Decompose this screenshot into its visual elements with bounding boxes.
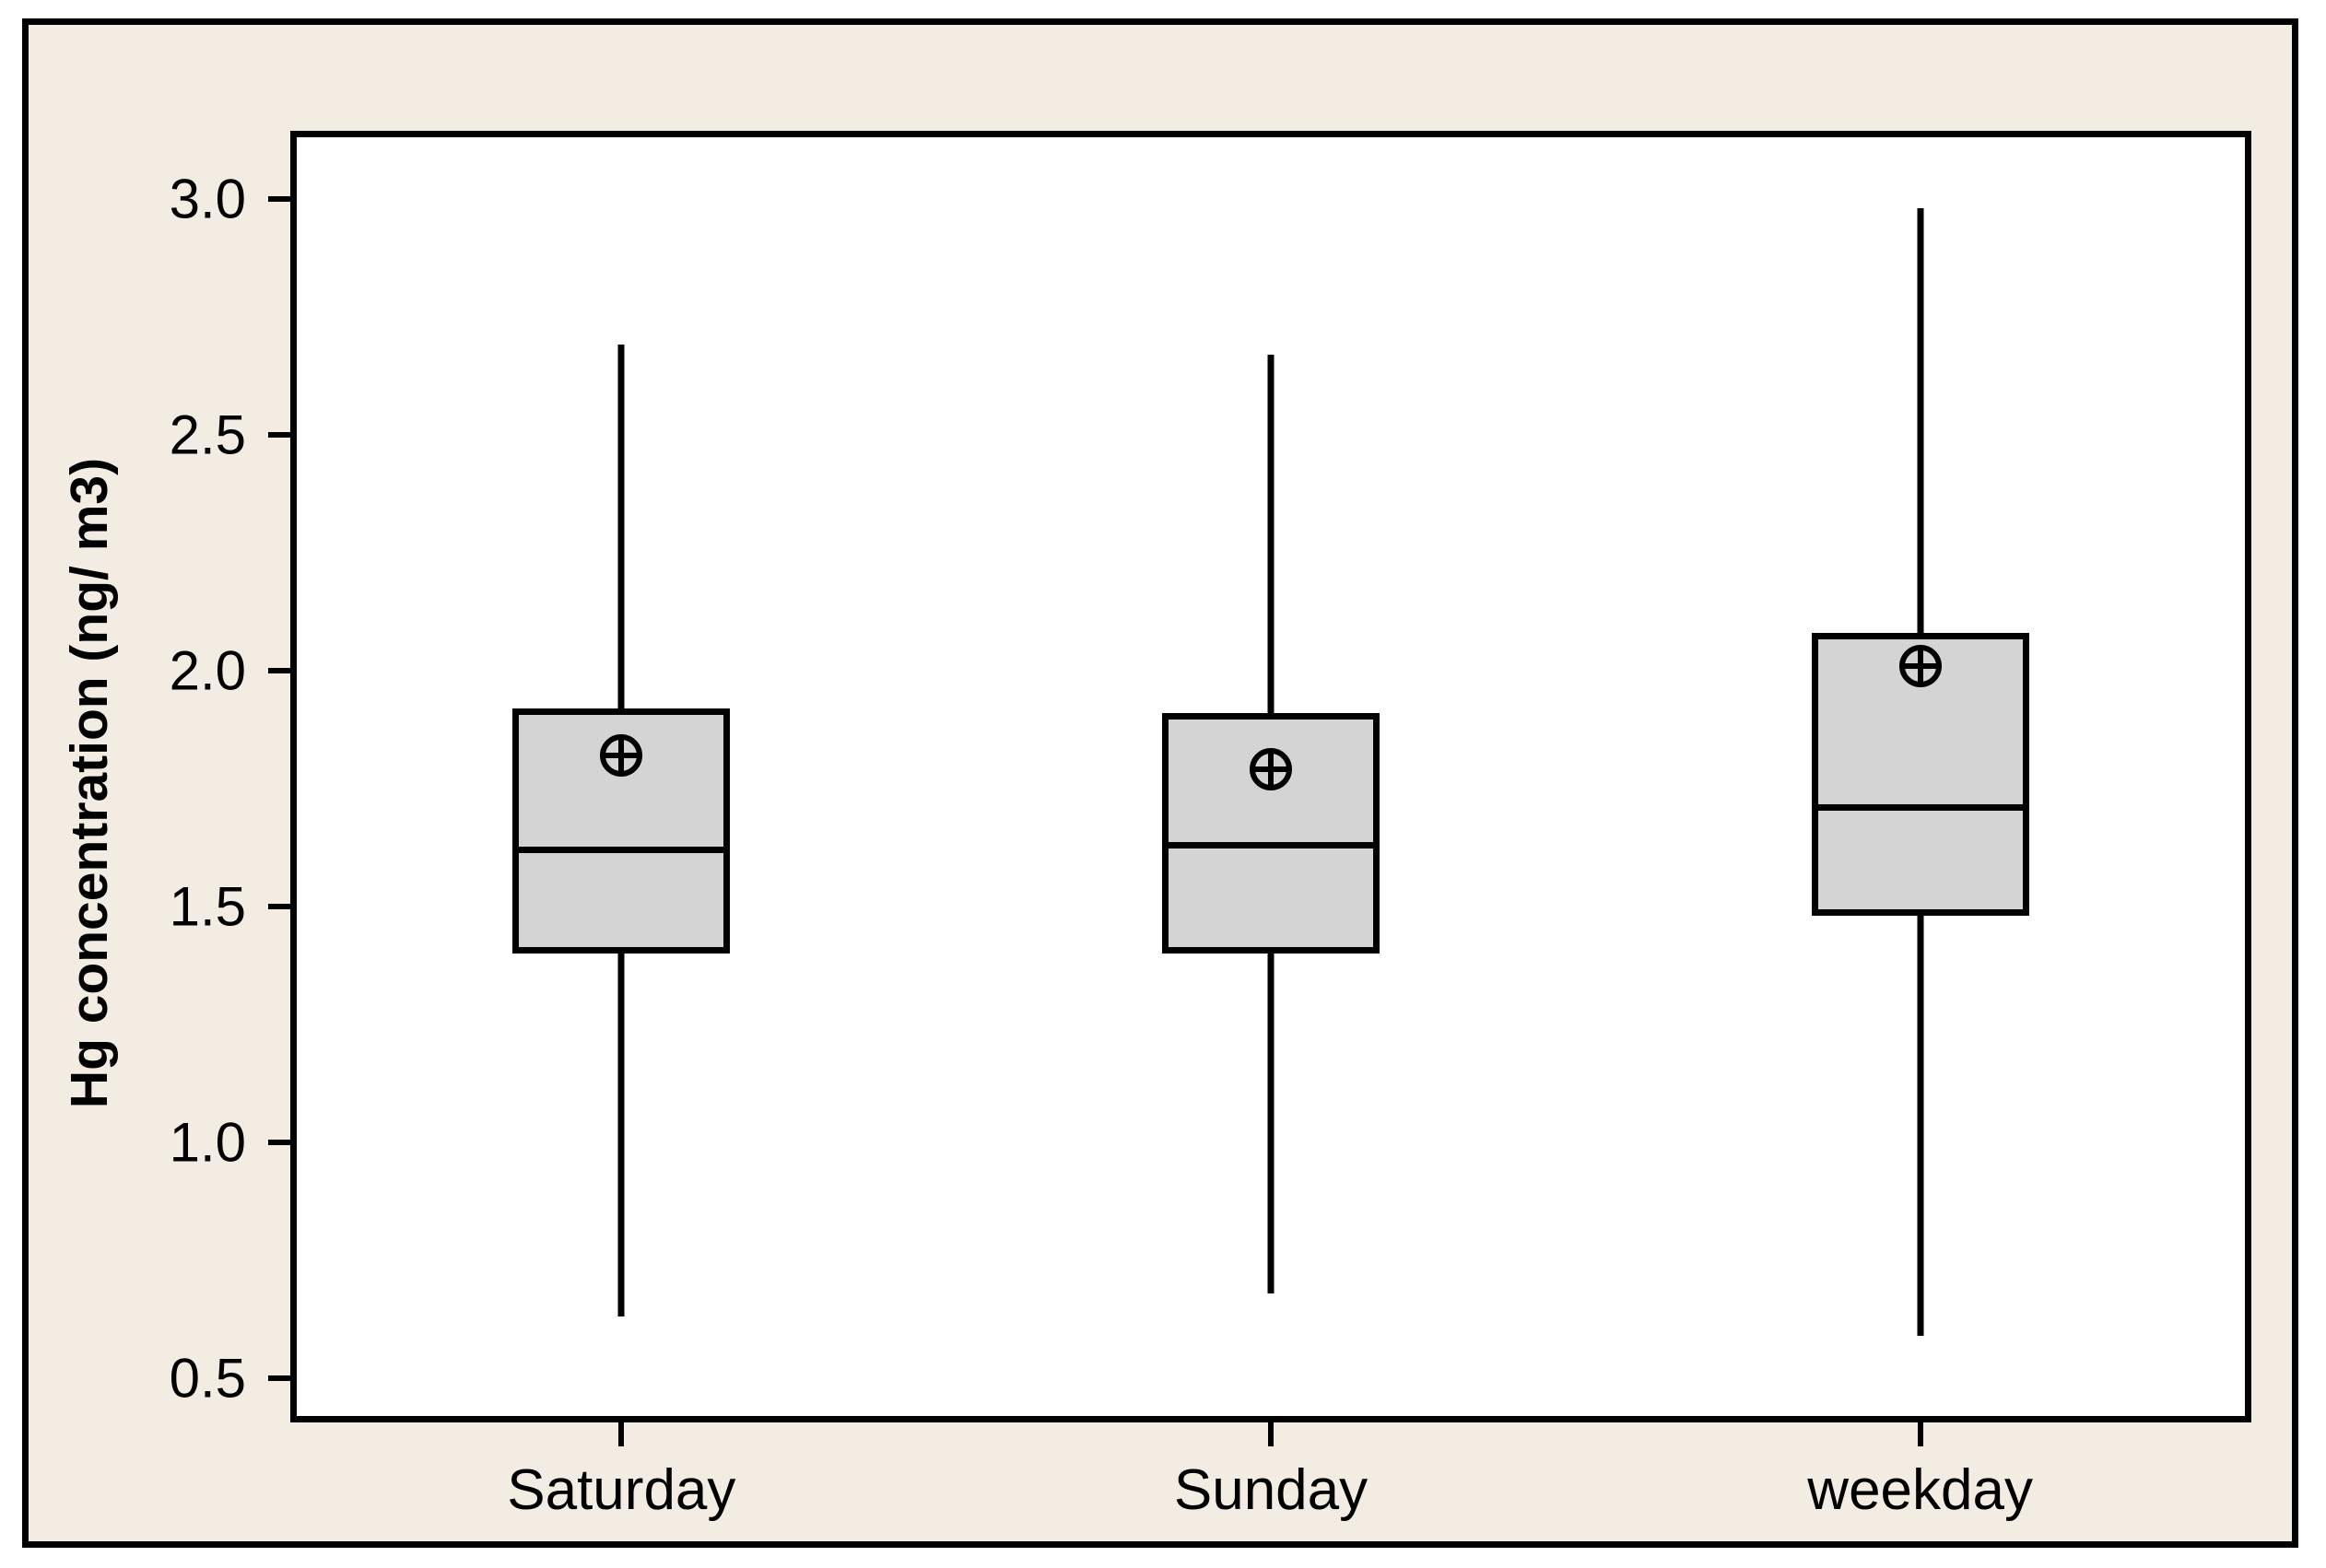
mean-marker-circle-plus-icon <box>1250 748 1292 791</box>
mean-marker-horizontal <box>602 752 641 758</box>
y-axis-tick-mark <box>268 667 290 673</box>
x-axis-tick-mark <box>618 1422 625 1446</box>
y-axis-tick-mark <box>268 1375 290 1382</box>
median-line <box>1162 842 1380 849</box>
y-axis-title: Hg concentration (ng/ m3) <box>60 457 119 1109</box>
upper-whisker <box>1267 354 1275 713</box>
mean-marker-horizontal <box>1251 766 1290 773</box>
y-axis-tick-mark <box>268 903 290 909</box>
median-line <box>1811 804 2029 812</box>
iqr-box[interactable] <box>1162 712 1380 954</box>
y-axis-tick-label: 1.5 <box>169 875 246 938</box>
upper-whisker <box>1917 207 1924 633</box>
figure-panel: Hg concentration (ng/ m3) 0.5 1.0 1.5 2.0 2.… <box>22 18 2298 1548</box>
mean-marker-circle-plus-icon <box>600 733 643 777</box>
y-axis-tick-mark <box>268 431 290 438</box>
lower-whisker <box>1267 954 1275 1293</box>
upper-whisker <box>617 345 625 708</box>
plot-inner <box>297 137 2245 1416</box>
x-axis-tick-label-saturday: Saturday <box>507 1458 736 1522</box>
y-axis-tick-label: 3.0 <box>169 168 246 230</box>
y-axis-tick-label: 0.5 <box>169 1347 246 1410</box>
y-axis-tick-mark <box>268 1139 290 1145</box>
boxplot-sunday[interactable] <box>1162 137 1380 1416</box>
y-axis-tick-label: 2.5 <box>169 404 246 466</box>
x-axis-tick-mark <box>1268 1422 1274 1446</box>
boxplot-saturday[interactable] <box>512 137 731 1416</box>
y-axis-tick-label: 2.0 <box>169 639 246 702</box>
x-axis-tick-label-sunday: Sunday <box>1173 1458 1369 1522</box>
lower-whisker <box>617 954 625 1317</box>
plot-area <box>290 131 2251 1422</box>
y-axis-tick-mark <box>268 195 290 202</box>
median-line <box>512 847 731 854</box>
x-axis-tick-mark <box>1917 1422 1923 1446</box>
lower-whisker <box>1917 916 1924 1336</box>
boxplot-weekday[interactable] <box>1811 137 2029 1416</box>
mean-marker-horizontal <box>1900 662 1940 669</box>
y-axis-tick-label: 1.0 <box>169 1111 246 1174</box>
x-axis-tick-label-weekday: weekday <box>1807 1458 2034 1522</box>
mean-marker-circle-plus-icon <box>1898 644 1942 687</box>
